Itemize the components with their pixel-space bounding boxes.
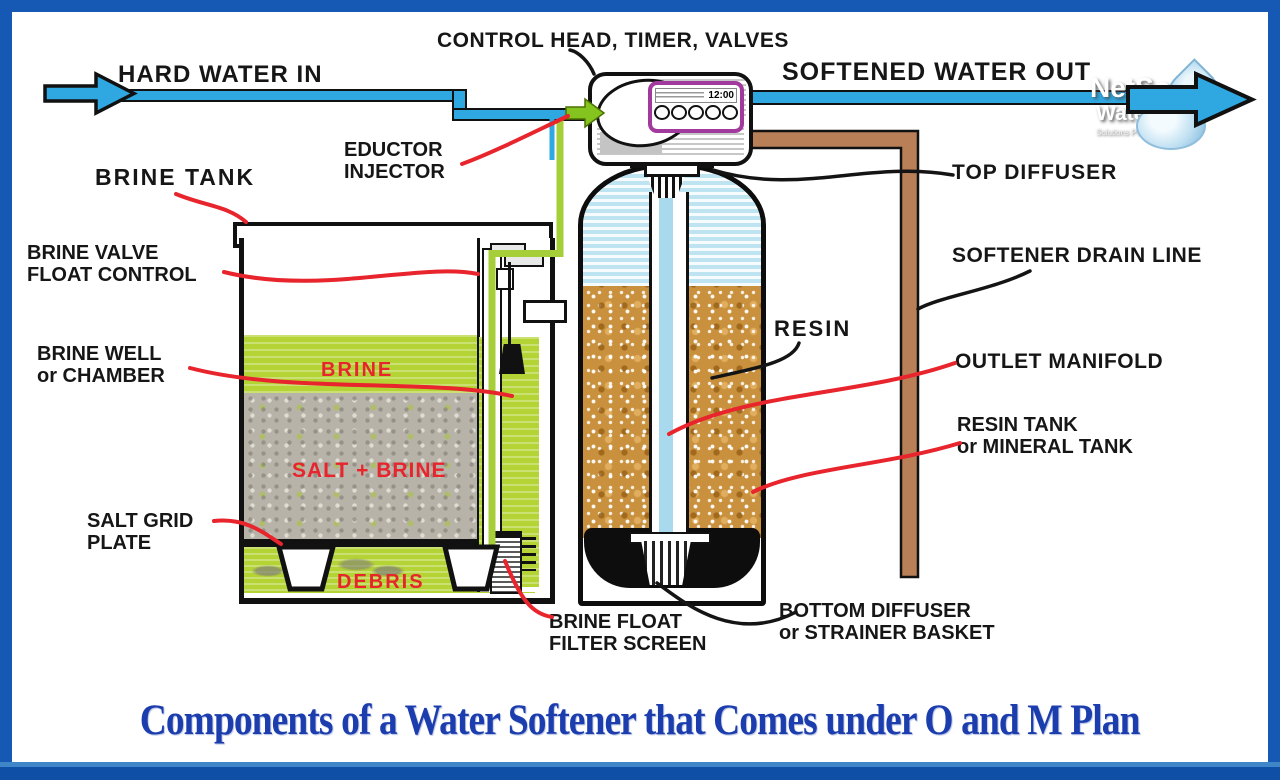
label-salt-grid-plate: SALT GRID PLATE [87,510,193,555]
knob-icon [654,105,670,120]
label-brine-tank: BRINE TANK [95,164,256,190]
label-line: or MINERAL TANK [957,436,1133,459]
label-salt-brine: SALT + BRINE [292,459,447,482]
logo-tagline: Solutions Pvt. Ltd [1096,128,1159,137]
label-line: RESIN TANK [957,414,1078,436]
brine-filter-screen [490,531,522,594]
salt-brine-layer [244,393,477,540]
brine-valve-fitting [496,268,514,290]
label-line: INJECTOR [344,161,445,184]
label-bottom-diffuser: BOTTOM DIFFUSER or STRAINER BASKET [779,600,995,645]
float-rod [508,262,511,346]
overflow-fitting [523,300,567,323]
salt-grid-plate [244,539,535,547]
frame-border-highlight [0,762,1280,767]
hard-water-pipe-step [452,89,467,121]
label-line: BRINE WELL [37,343,162,365]
logo-name: NetSol [1090,72,1179,103]
frame-border [0,0,1280,12]
label-outlet-manifold: OUTLET MANIFOLD [955,350,1164,373]
label-line: FILTER SCREEN [549,633,707,656]
label-line: BRINE FLOAT [549,611,682,633]
frame-border [0,0,12,780]
control-head: 12:00 [588,72,753,166]
label-debris: DEBRIS [337,571,425,593]
label-line: or STRAINER BASKET [779,622,995,645]
label-resin-tank: RESIN TANK or MINERAL TANK [957,414,1133,459]
label-softener-drain-line: SOFTENER DRAIN LINE [952,244,1202,267]
knob-icon [705,105,721,120]
drain-line-pipe [746,129,920,579]
label-resin: RESIN [774,316,852,341]
label-control-head: CONTROL HEAD, TIMER, VALVES [437,29,789,52]
label-brine-float-filter-screen: BRINE FLOAT FILTER SCREEN [549,611,706,656]
control-knobs [652,105,740,120]
hard-water-pipe-inlet [452,108,592,121]
strainer-basket [641,541,691,585]
label-line: FLOAT CONTROL [27,264,197,287]
label-line: BRINE VALVE [27,242,159,264]
screen-slots [521,537,536,571]
label-line: or CHAMBER [37,365,165,388]
riser-water [659,192,673,542]
label-softened-water-out: SOFTENED WATER OUT [782,58,1092,86]
label-brine-valve-float-control: BRINE VALVE FLOAT CONTROL [27,242,197,287]
label-line: EDUCTOR [344,139,443,161]
frame-border [0,767,1280,780]
outlet-manifold-riser [649,192,689,542]
frame-border [1268,0,1280,780]
label-hard-water-in: HARD WATER IN [118,61,323,88]
knob-icon [722,105,738,120]
water-drop-icon [1136,102,1206,150]
label-line: SALT GRID [87,510,194,532]
label-brine: BRINE [321,359,394,381]
hard-water-pipe [102,89,466,102]
netsol-water-logo: NetSol Water Solutions Pvt. Ltd [1070,58,1235,163]
caption-bar: Components of a Water Softener that Come… [0,696,1280,745]
label-top-diffuser: TOP DIFFUSER [952,161,1118,184]
timer-screen: 12:00 [655,88,737,103]
timer-display: 12:00 [648,81,744,133]
label-line: PLATE [87,532,152,555]
label-brine-well: BRINE WELL or CHAMBER [37,343,165,388]
knob-icon [688,105,704,120]
timer-time: 12:00 [708,90,734,101]
knob-icon [671,105,687,120]
label-eductor-injector: EDUCTOR INJECTOR [344,139,445,184]
page-title: Components of a Water Softener that Come… [140,697,1141,744]
label-line: BOTTOM DIFFUSER [779,600,971,622]
